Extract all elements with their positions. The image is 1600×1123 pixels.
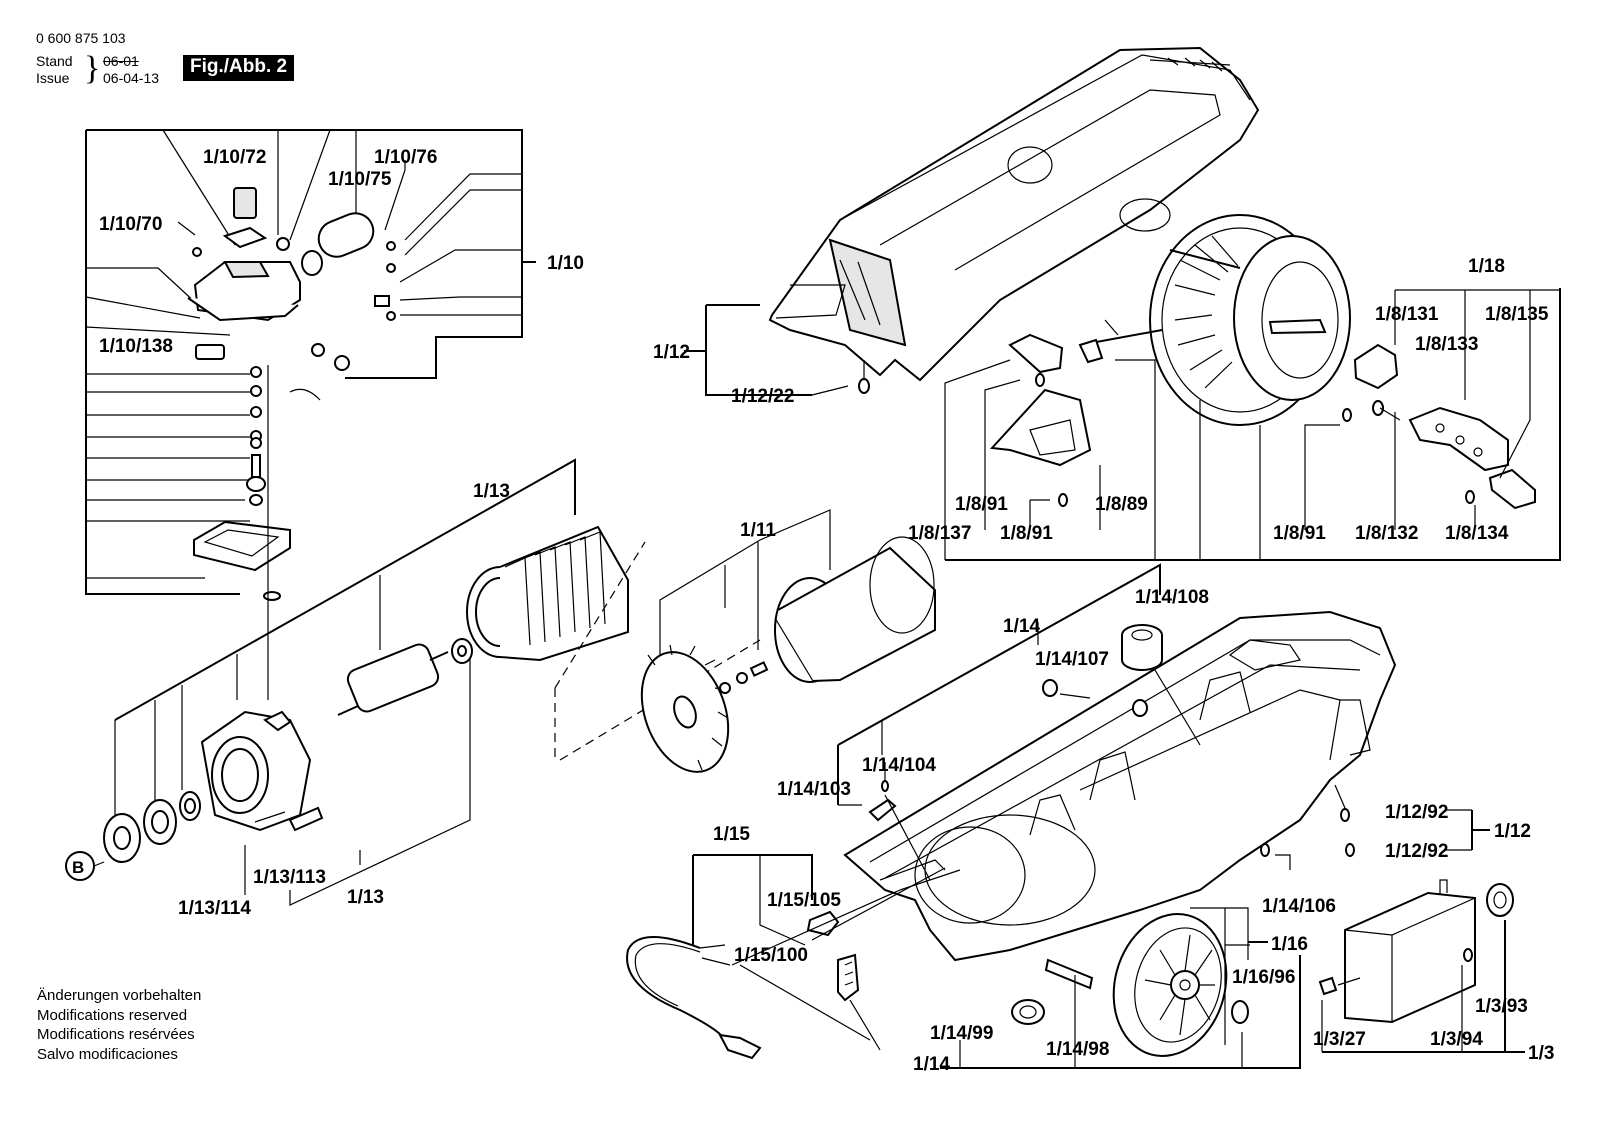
label-1-8-133: 1/8/133 — [1415, 334, 1478, 355]
label-1-18: 1/18 — [1468, 256, 1505, 277]
label-1-8-131: 1/8/131 — [1375, 304, 1439, 325]
label-1-10-72: 1/10/72 — [203, 147, 266, 168]
label-1-3-93: 1/3/93 — [1475, 996, 1528, 1017]
note-es: Salvo modificaciones — [37, 1045, 178, 1063]
label-1-3-27: 1/3/27 — [1313, 1029, 1366, 1050]
label-1-13-bottom: 1/13 — [347, 887, 384, 908]
motor-assembly: B — [65, 458, 629, 906]
label-1-15-100: 1/15/100 — [734, 945, 808, 966]
label-1-13-114: 1/13/114 — [178, 898, 251, 919]
label-1-12-right: 1/12 — [1494, 821, 1531, 842]
switch-parts — [187, 187, 396, 700]
callout-b: B — [72, 858, 84, 877]
label-1-8-132: 1/8/132 — [1355, 523, 1418, 544]
label-1-3: 1/3 — [1528, 1043, 1554, 1064]
label-1-14-104: 1/14/104 — [862, 755, 936, 776]
label-1-10-76: 1/10/76 — [374, 147, 437, 168]
label-1-16-96: 1/16/96 — [1232, 967, 1295, 988]
note-fr: Modifications resérvées — [37, 1026, 195, 1043]
switch-assembly-frame — [85, 129, 536, 595]
modification-notes: Änderungen vorbehalten Modifications res… — [37, 986, 201, 1064]
label-1-8-135: 1/8/135 — [1485, 304, 1549, 325]
label-1-8-91-c: 1/8/91 — [1273, 523, 1326, 544]
label-1-14-103: 1/14/103 — [777, 779, 851, 800]
label-1-16: 1/16 — [1271, 934, 1308, 955]
label-1-8-134: 1/8/134 — [1445, 523, 1509, 544]
label-1-10: 1/10 — [547, 253, 584, 274]
old-issue-date: 06-01 — [103, 53, 139, 69]
label-1-14-108: 1/14/108 — [1135, 587, 1209, 608]
wheel-assembly — [940, 907, 1301, 1069]
label-1-8-91-b: 1/8/91 — [1000, 523, 1053, 544]
housing-top — [684, 46, 1260, 396]
label-1-10-70: 1/10/70 — [99, 214, 162, 235]
label-1-15-105: 1/15/105 — [767, 890, 841, 911]
label-1-14-99: 1/14/99 — [930, 1023, 993, 1044]
label-1-12-22: 1/12/22 — [731, 386, 794, 407]
figure-badge: Fig./Abb. 2 — [183, 55, 295, 81]
issue-label: Issue — [36, 70, 70, 86]
label-1-8-91-a: 1/8/91 — [955, 494, 1008, 515]
fan-assembly — [554, 509, 936, 773]
label-1-13-top: 1/13 — [473, 481, 510, 502]
note-de: Änderungen vorbehalten — [37, 987, 202, 1004]
label-1-15: 1/15 — [713, 824, 750, 845]
label-1-10-75: 1/10/75 — [328, 169, 392, 190]
document-number: 0 600 875 103 — [36, 30, 126, 46]
label-1-14-98: 1/14/98 — [1046, 1039, 1109, 1060]
label-1-3-94: 1/3/94 — [1430, 1029, 1483, 1050]
stand-label: Stand — [36, 53, 73, 69]
label-1-11: 1/11 — [740, 520, 776, 541]
label-1-10-138: 1/10/138 — [99, 336, 173, 357]
power-cable — [626, 854, 946, 1060]
part-labels: 1/10/72 1/10/76 1/10/75 1/10/70 1/10 1/1… — [99, 147, 1554, 1075]
label-1-12-92-a: 1/12/92 — [1385, 802, 1448, 823]
housing-base — [837, 563, 1490, 962]
label-1-12-92-b: 1/12/92 — [1385, 841, 1448, 862]
label-1-14-106: 1/14/106 — [1262, 896, 1336, 917]
label-1-14-107: 1/14/107 — [1035, 649, 1109, 670]
date-brace: } — [84, 50, 101, 87]
label-1-8-89: 1/8/89 — [1095, 494, 1148, 515]
label-1-14-top: 1/14 — [1003, 616, 1040, 637]
label-1-13-113: 1/13/113 — [253, 867, 326, 888]
note-en: Modifications reserved — [37, 1006, 188, 1024]
label-1-8-137: 1/8/137 — [908, 523, 971, 544]
electronics-box — [1318, 879, 1525, 1053]
new-issue-date: 06-04-13 — [103, 70, 160, 86]
cable-reel — [944, 214, 1561, 561]
label-1-12-left: 1/12 — [653, 342, 690, 363]
label-1-14-bottom: 1/14 — [913, 1054, 950, 1075]
